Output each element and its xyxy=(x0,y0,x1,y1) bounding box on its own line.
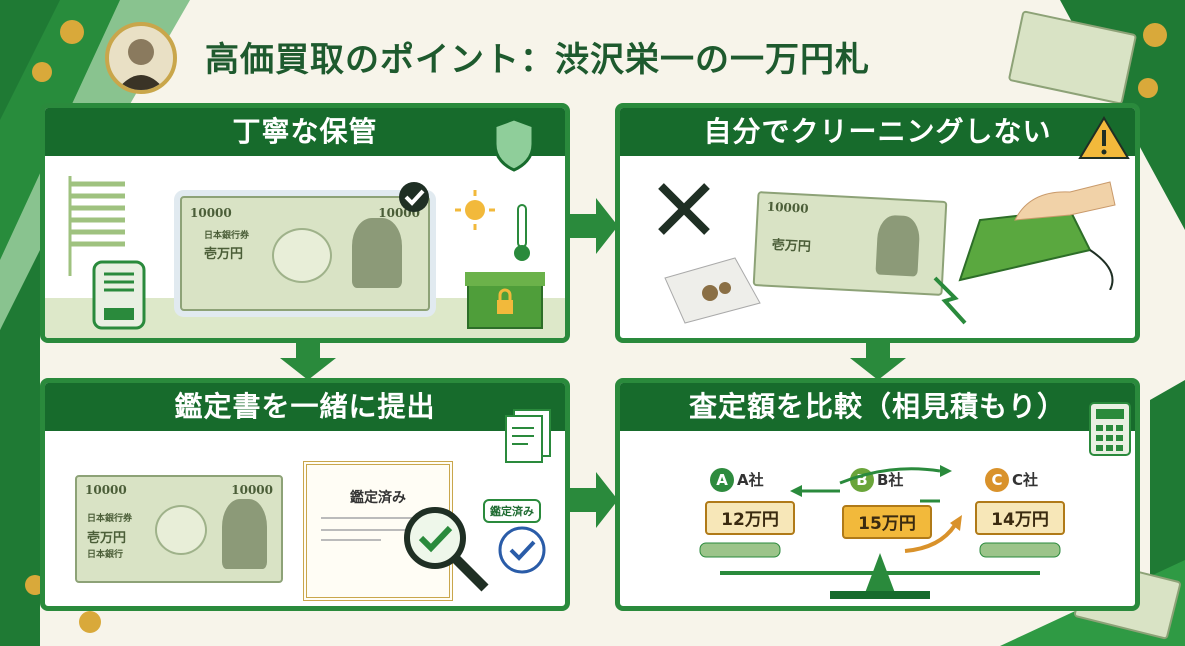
checkmark-icon xyxy=(399,182,429,212)
document-stack-icon xyxy=(505,409,551,463)
storage-panel: 丁寧な保管 10000 10000 日本銀行券 壱万円 xyxy=(40,103,570,343)
spark-icon xyxy=(933,276,967,325)
arrow-right-bottom xyxy=(568,472,618,528)
certificate-heading: 鑑定書を一緒に提出 xyxy=(45,383,565,431)
shield-icon xyxy=(493,117,535,172)
cleaning-panel: 自分でクリーニングしない 10000 壱万円 xyxy=(615,103,1140,343)
comparison-arrows xyxy=(790,465,962,553)
lock-box-icon xyxy=(465,272,545,329)
sun-icon xyxy=(455,190,495,230)
arrow-down-left xyxy=(280,340,336,380)
dehumidifier-icon xyxy=(92,260,146,330)
compare-heading: 査定額を比較（相見積もり） xyxy=(620,383,1135,431)
balance-scale-icon xyxy=(699,542,1061,599)
banknote-in-sleeve: 10000 10000 日本銀行券 壱万円 xyxy=(180,196,430,311)
thermometer-icon xyxy=(514,204,530,261)
company-b-price-tag: 15万円 xyxy=(842,505,932,539)
cloth-icon xyxy=(664,257,761,324)
warning-icon xyxy=(1078,116,1130,159)
arrow-right-top xyxy=(568,198,618,254)
certified-banknote: 10000 10000 日本銀行券 壱万円 日本銀行 xyxy=(75,475,283,583)
page-title: 高価買取のポイント：渋沢栄一の一万円札 xyxy=(205,40,870,80)
company-a-price-tag: 12万円 xyxy=(705,501,795,535)
dirty-banknote: 10000 壱万円 xyxy=(752,191,948,296)
certified-badge: 鑑定済み xyxy=(483,499,541,523)
magnifier-check-icon xyxy=(404,507,489,592)
company-c-price-tag: 14万円 xyxy=(975,501,1065,535)
calculator-icon xyxy=(1089,402,1131,456)
certificate-panel: 鑑定書を一緒に提出 10000 10000 日本銀行券 壱万円 日本銀行 鑑定済… xyxy=(40,378,570,611)
blinds-icon xyxy=(68,176,125,276)
certification-seal-icon xyxy=(498,526,546,574)
iron-icon xyxy=(958,181,1116,290)
cross-icon xyxy=(658,183,710,235)
cleaning-heading: 自分でクリーニングしない xyxy=(620,108,1135,156)
storage-heading: 丁寧な保管 xyxy=(45,108,565,156)
shibusawa-portrait xyxy=(105,22,177,94)
certificate-document: 鑑定済み xyxy=(303,461,453,601)
arrow-down-right xyxy=(850,340,906,380)
